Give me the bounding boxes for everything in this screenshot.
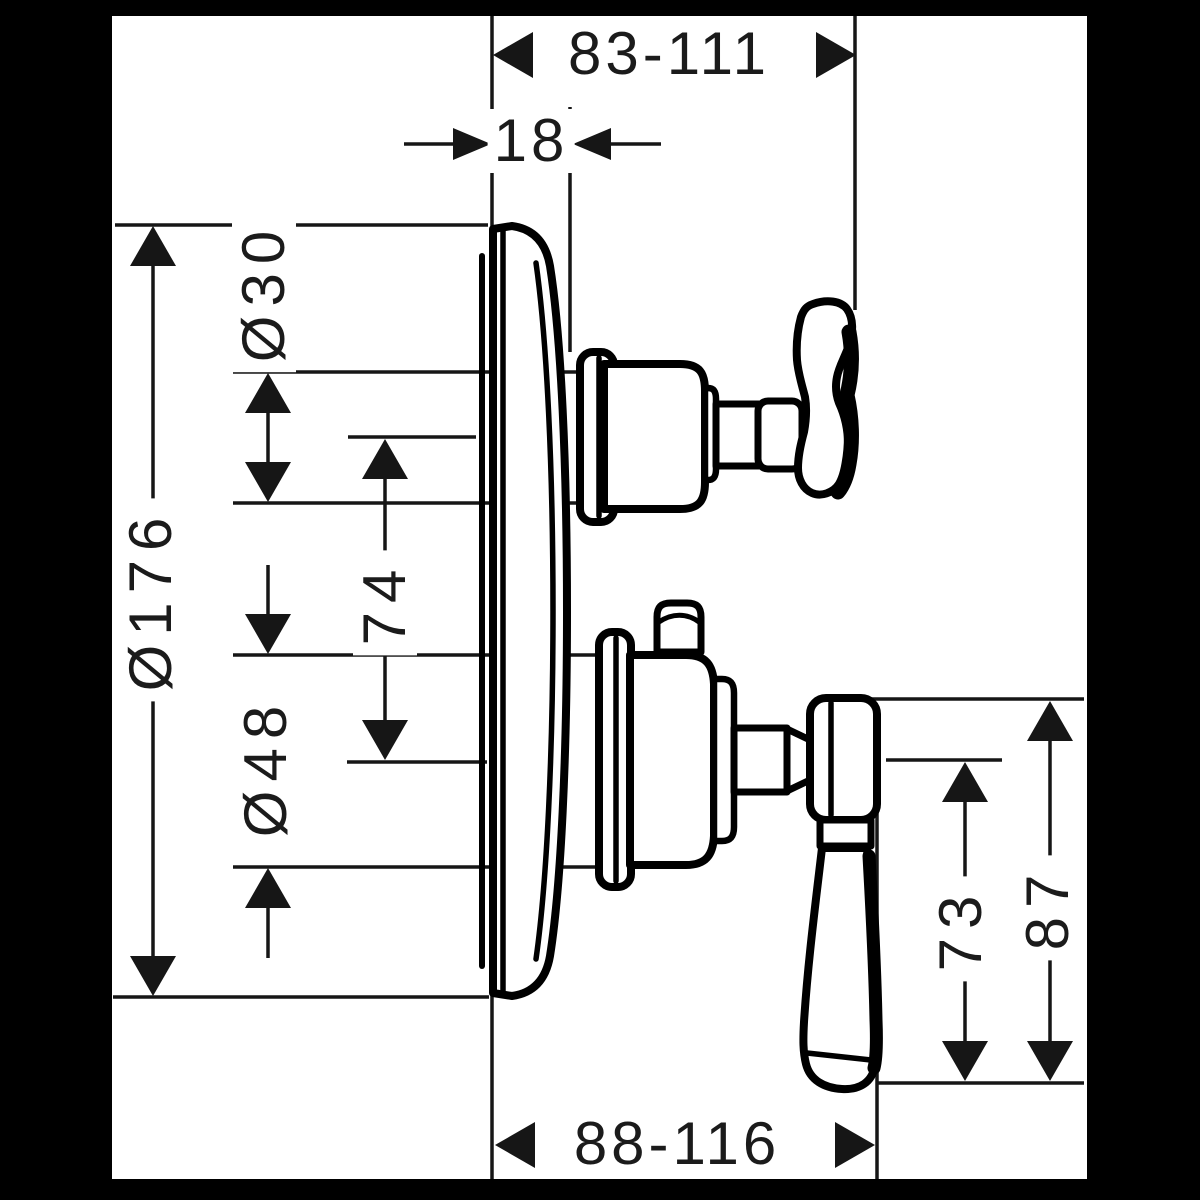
- lever-hub: [806, 694, 881, 824]
- dim-bottom-projection-label: 88-116: [567, 1112, 787, 1176]
- dim-upper-diameter-label: Ø30: [230, 211, 297, 373]
- dim-plate-depth-label: 18: [487, 109, 575, 173]
- dim-handle-height-label: 87: [1014, 855, 1081, 961]
- dim-top-projection-label: 83-111: [562, 22, 776, 86]
- wall-plate: [479, 222, 571, 1000]
- dim-lever-length-label: 73: [927, 876, 994, 982]
- upper-valve: [576, 297, 859, 526]
- extension-lines: [113, 16, 1084, 1179]
- lower-valve: [595, 599, 883, 1094]
- dimension-arrows: [130, 32, 1073, 1168]
- dim-axis-distance-label: 74: [351, 550, 418, 656]
- dim-plate-diameter-label: Ø176: [117, 498, 184, 702]
- dim-lower-diameter-label: Ø48: [232, 686, 299, 848]
- drawing-canvas: [112, 16, 1087, 1179]
